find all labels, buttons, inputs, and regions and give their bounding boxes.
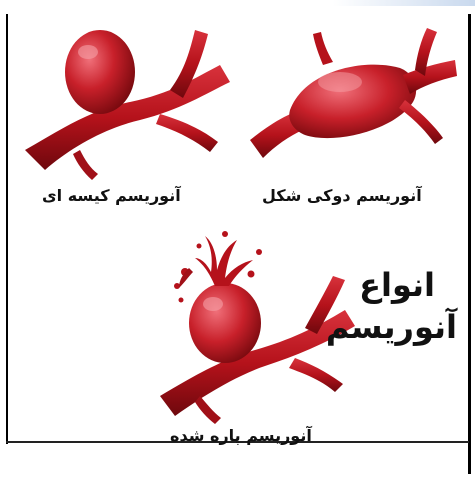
right-border-line	[468, 14, 471, 474]
left-border-line	[6, 14, 8, 444]
title-line-2: آنوریسم	[326, 310, 457, 345]
fusiform-aneurysm-illustration	[245, 20, 465, 180]
title-line-1: انواع	[359, 268, 435, 303]
saccular-aneurysm-caption: آنوریسم کیسه ای	[42, 186, 181, 205]
ruptured-aneurysm-caption: آنوریسم پاره شده	[170, 426, 312, 445]
fusiform-aneurysm-caption: آنوریسم دوکی شکل	[262, 186, 422, 205]
saccular-aneurysm-illustration	[20, 10, 250, 185]
top-accent-bar	[0, 0, 475, 6]
